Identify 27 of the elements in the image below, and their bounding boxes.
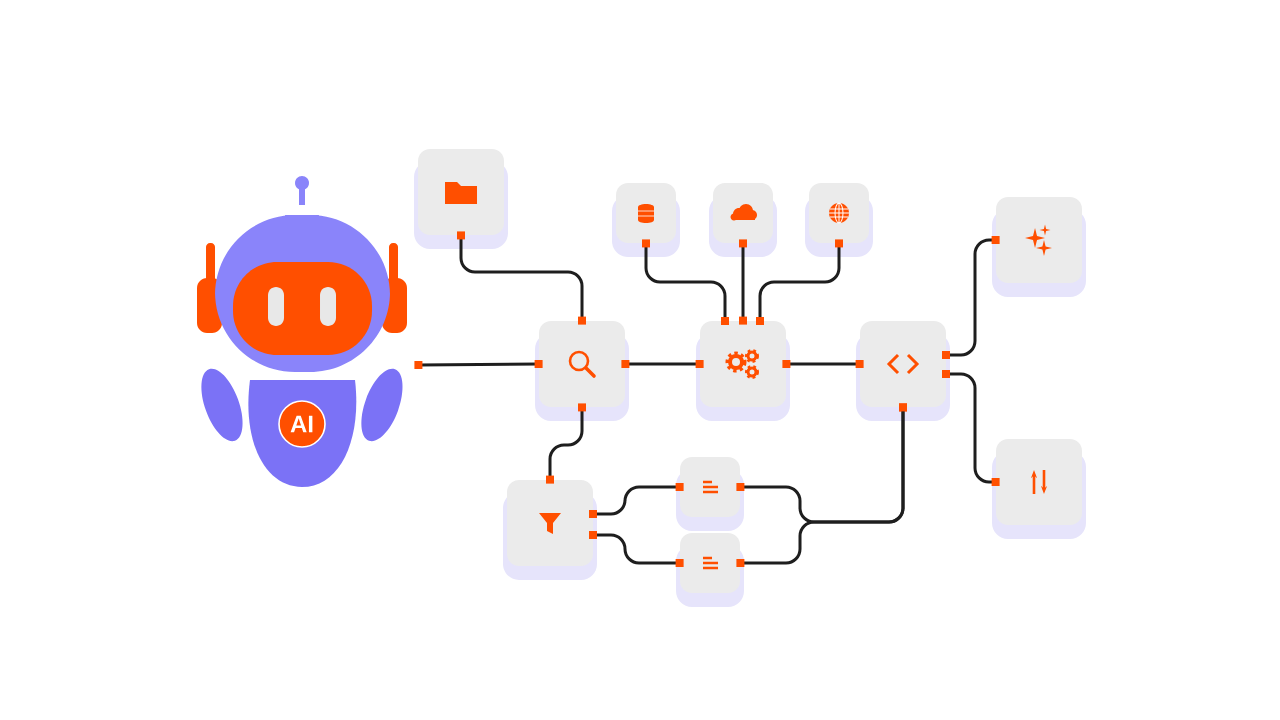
- connector: [457, 231, 586, 325]
- icon-box: [992, 197, 1086, 297]
- icon-box: [676, 457, 744, 531]
- connector: [589, 531, 684, 567]
- connector: [942, 370, 1000, 486]
- ai-badge: AI: [278, 400, 326, 448]
- icon-box: [856, 321, 950, 421]
- connector: [756, 239, 843, 325]
- icon-box: [503, 480, 597, 580]
- connector: [546, 403, 586, 484]
- icon-box: [696, 321, 790, 421]
- icon-box: [709, 183, 777, 257]
- connector: [782, 360, 864, 368]
- connector: [739, 239, 747, 325]
- connector: [736, 403, 907, 567]
- connector: [414, 360, 543, 369]
- robot-drawing: [197, 176, 407, 487]
- connector: [589, 483, 684, 518]
- icon-box: [414, 149, 508, 249]
- icon-box: [676, 533, 744, 607]
- connector: [621, 360, 704, 368]
- icon-box: [612, 183, 680, 257]
- icon-box: [992, 439, 1086, 539]
- icon-box: [535, 321, 629, 421]
- icon-box: [805, 183, 873, 257]
- connector: [942, 236, 1000, 359]
- connector: [642, 239, 729, 325]
